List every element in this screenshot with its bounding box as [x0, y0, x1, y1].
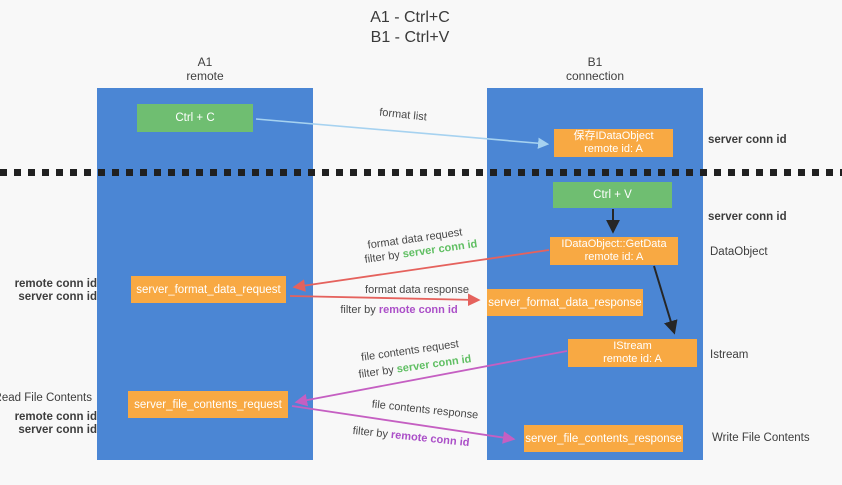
node-server-file-contents-response: server_file_contents_response: [524, 425, 683, 452]
node-save-idataobject-line2: remote id: A: [584, 143, 643, 155]
istream-label: Istream: [710, 349, 749, 361]
lane-header-b1: B1 connection: [535, 55, 655, 83]
node-server-file-contents-request: server_file_contents_request: [128, 391, 288, 418]
node-istream-line2: remote id: A: [603, 353, 662, 365]
node-save-idataobject: 保存IDataObject remote id: A: [554, 129, 673, 157]
node-server-file-contents-request-label: server_file_contents_request: [134, 398, 282, 411]
filter-by-text-2: filter by: [340, 304, 379, 316]
lane-b1-role: connection: [565, 69, 625, 83]
boundary-dotted-line: [0, 169, 842, 176]
node-idataobject-getdata-line2: remote id: A: [584, 251, 644, 263]
left-remote-conn-id-bottom: remote conn id: [14, 411, 97, 423]
node-ctrl-c: Ctrl + C: [137, 104, 253, 132]
label-filter-remote-2: filter by remote conn id: [352, 425, 470, 449]
label-filter-remote-1: filter by remote conn id: [340, 304, 457, 316]
left-server-conn-id-bottom: server conn id: [18, 424, 97, 436]
read-file-contents-label: Read File Contents: [0, 392, 92, 404]
node-server-format-data-response-label: server_format_data_response: [488, 296, 642, 309]
right-server-conn-id-top: server conn id: [708, 134, 787, 146]
remote-conn-id-text-2: remote conn id: [390, 428, 470, 450]
node-save-idataobject-line1: 保存IDataObject: [573, 130, 654, 142]
left-server-conn-id-top: server conn id: [18, 291, 97, 303]
node-istream-line1: IStream: [613, 340, 652, 352]
lane-a1-role: remote: [186, 69, 224, 83]
remote-conn-id-text-1: remote conn id: [378, 304, 458, 316]
node-ctrl-v: Ctrl + V: [553, 182, 672, 208]
node-ctrl-v-label: Ctrl + V: [593, 189, 632, 201]
right-server-conn-id-mid: server conn id: [708, 211, 787, 223]
lane-header-a1: A1 remote: [145, 55, 265, 83]
dataobject-label: DataObject: [710, 246, 768, 258]
node-server-format-data-response: server_format_data_response: [487, 289, 643, 316]
filter-by-text-3: filter by: [357, 363, 398, 381]
arrow-format-data-response: [289, 293, 481, 307]
diagram-title: A1 - Ctrl+C B1 - Ctrl+V: [0, 8, 820, 48]
node-ctrl-c-label: Ctrl + C: [175, 112, 215, 124]
lane-b1-name: B1: [587, 55, 603, 69]
node-istream: IStream remote id: A: [568, 339, 697, 367]
node-idataobject-getdata-line1: IDataObject::GetData: [561, 238, 667, 250]
filter-by-text-4: filter by: [352, 424, 392, 441]
lane-a1-name: A1: [197, 55, 213, 69]
label-format-list: format list: [378, 106, 428, 124]
label-format-data-response: format data response: [365, 284, 469, 296]
left-remote-conn-id-top: remote conn id: [14, 278, 97, 290]
node-server-format-data-request: server_format_data_request: [131, 276, 286, 303]
title-line-1: A1 - Ctrl+C: [370, 9, 450, 26]
title-line-2: B1 - Ctrl+V: [370, 29, 450, 46]
node-server-format-data-request-label: server_format_data_request: [136, 283, 281, 296]
write-file-contents-label: Write File Contents: [712, 432, 810, 444]
node-idataobject-getdata: IDataObject::GetData remote id: A: [550, 237, 678, 265]
label-file-contents-response: file contents response: [371, 398, 479, 422]
node-server-file-contents-response-label: server_file_contents_response: [525, 432, 682, 445]
